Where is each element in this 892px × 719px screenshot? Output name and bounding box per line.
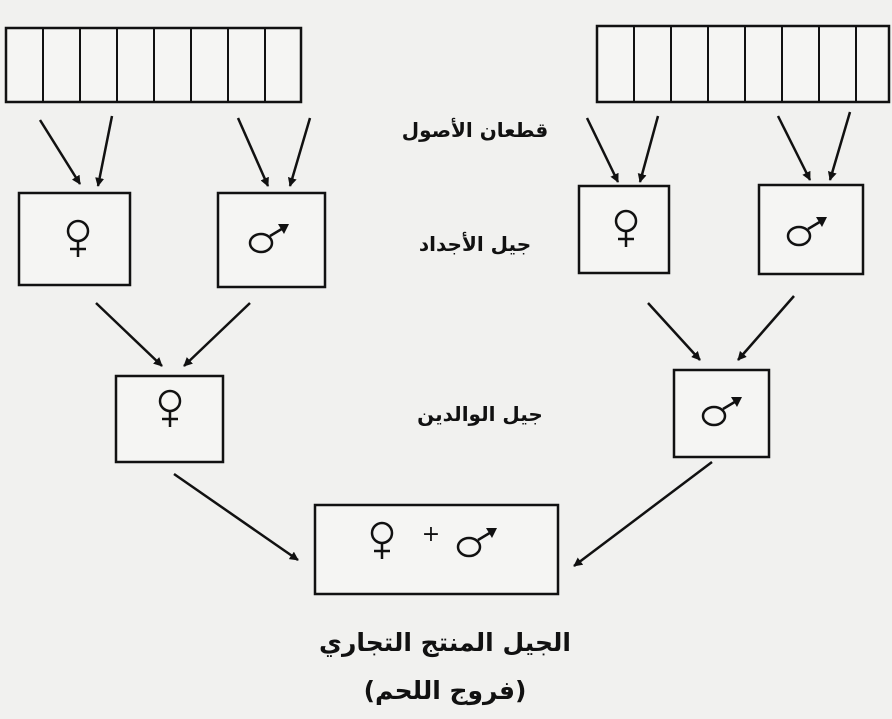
arrows-parents-to-commercial bbox=[173, 461, 713, 567]
label-grandparent-generation: جيل الأجداد bbox=[418, 232, 532, 256]
plus-sign: + bbox=[422, 522, 440, 547]
parent-male-box bbox=[672, 368, 771, 459]
label-commercial-generation: الجيل المنتج التجاري bbox=[319, 628, 571, 657]
pure-line-bar-left bbox=[4, 26, 303, 104]
grandparent-male-box-right bbox=[757, 183, 865, 276]
label-parent-generation: جيل الوالدين bbox=[417, 402, 543, 426]
grandparent-female-box-right bbox=[577, 184, 671, 275]
label-pure-line-flocks: قطعان الأصول bbox=[401, 118, 549, 142]
arrows-pure-to-grandparents-left bbox=[38, 115, 312, 187]
arrows-pure-to-grandparents-right bbox=[585, 111, 852, 183]
arrows-grandparents-to-parents bbox=[95, 295, 795, 367]
pure-line-bar-right bbox=[595, 24, 891, 104]
label-broilers: (فروج اللحم) bbox=[363, 676, 527, 705]
parent-female-box bbox=[114, 374, 225, 464]
commercial-product-box: + bbox=[313, 503, 560, 596]
grandparent-female-box-left bbox=[17, 191, 132, 287]
grandparent-male-box-left bbox=[216, 191, 327, 289]
